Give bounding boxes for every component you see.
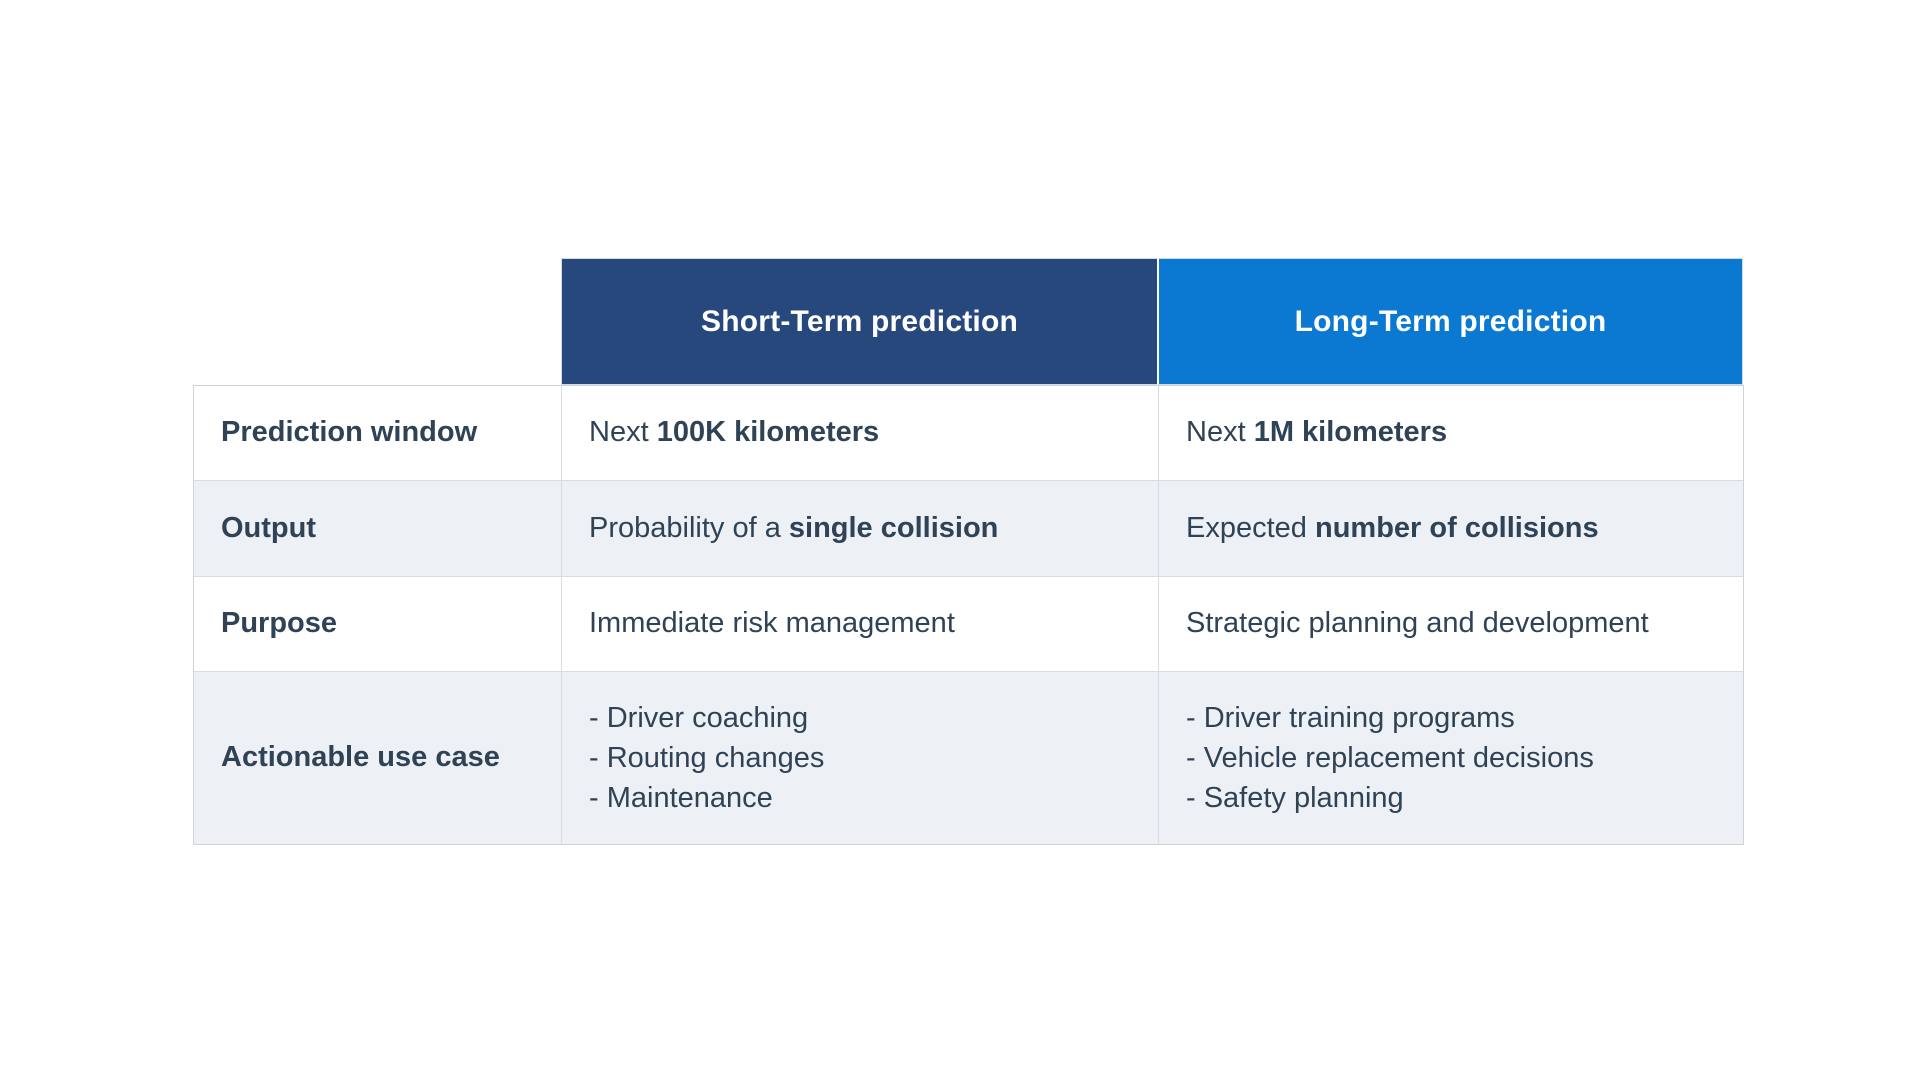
list-item: - Driver coaching [589, 702, 809, 734]
cell-output-short-term: Probability of a single collision [562, 481, 1158, 576]
column-header-short-term-label: Short-Term prediction [701, 304, 1018, 338]
list-item: - Routing changes [589, 742, 825, 774]
list-item: - Safety planning [1186, 782, 1404, 814]
cell-output-long-term: Expected number of collisions [1159, 481, 1743, 576]
table-body: Prediction window Next 100K kilometers N… [193, 385, 1744, 845]
cell-actionable-short-term: - Driver coaching - Routing changes - Ma… [562, 672, 1158, 844]
cell-text: Expected number of collisions [1186, 511, 1599, 544]
cell-prediction-window-short-term: Next 100K kilometers [562, 386, 1158, 480]
list-item: - Driver training programs [1186, 702, 1515, 734]
header-corner-spacer [193, 258, 561, 385]
row-label-text: Prediction window [221, 416, 478, 449]
cell-prediction-window-long-term: Next 1M kilometers [1159, 386, 1743, 480]
cell-text: Immediate risk management [589, 607, 955, 640]
list-item: - Vehicle replacement decisions [1186, 742, 1594, 774]
row-label-purpose: Purpose [194, 577, 561, 671]
cell-text: Next 1M kilometers [1186, 416, 1448, 449]
column-header-long-term: Long-Term prediction [1157, 258, 1743, 385]
row-label-prediction-window: Prediction window [194, 386, 561, 480]
cell-text: Next 100K kilometers [589, 416, 880, 449]
row-label-text: Output [221, 511, 317, 544]
row-label-output: Output [194, 481, 561, 576]
comparison-table: Short-Term prediction Long-Term predicti… [193, 258, 1744, 845]
column-header-short-term: Short-Term prediction [561, 258, 1158, 385]
row-label-text: Actionable use case [221, 741, 500, 774]
cell-text: Probability of a single collision [589, 511, 999, 544]
column-header-long-term-label: Long-Term prediction [1294, 304, 1607, 338]
cell-actionable-long-term: - Driver training programs - Vehicle rep… [1159, 672, 1743, 844]
cell-purpose-long-term: Strategic planning and development [1159, 577, 1743, 671]
row-label-actionable-use-case: Actionable use case [194, 672, 561, 844]
row-label-text: Purpose [221, 607, 338, 640]
table-header-row: Short-Term prediction Long-Term predicti… [193, 258, 1744, 385]
cell-purpose-short-term: Immediate risk management [562, 577, 1158, 671]
list-item: - Maintenance [589, 782, 773, 814]
cell-text: Strategic planning and development [1186, 607, 1649, 640]
